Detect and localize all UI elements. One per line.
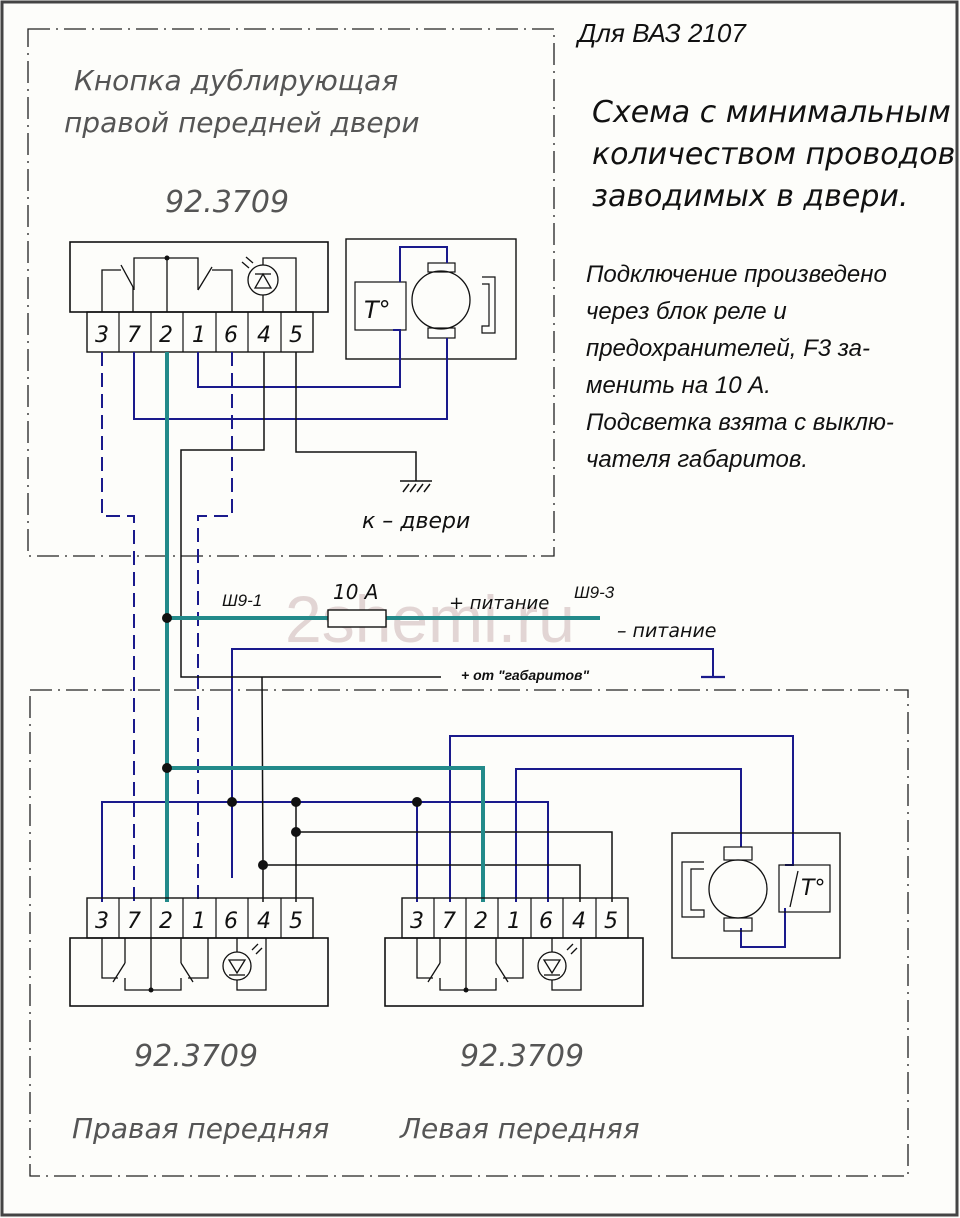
right-front-label: Правая передняя <box>72 1112 329 1145</box>
installation-notes: Подключение произведено через блок реле … <box>586 261 894 473</box>
title-line: Схема с минимальным <box>592 95 951 130</box>
fuse-icon <box>327 609 387 628</box>
left-front-switch: 3 7 2 1 6 4 5 <box>384 897 644 1007</box>
thermal-fuse <box>354 281 407 331</box>
pin-label: 7 <box>442 909 456 934</box>
pin-label: 2 <box>474 909 488 934</box>
pin-label: 3 <box>95 909 109 934</box>
connector-sh9-1: Ш9-1 <box>222 591 262 610</box>
right-part-number: 92.3709 <box>134 1039 258 1074</box>
pin-label: 1 <box>192 323 206 348</box>
pin-label: 4 <box>572 909 586 934</box>
pin-label: 7 <box>127 323 141 348</box>
pin-label: 6 <box>224 909 238 934</box>
bottom-door-boundary <box>29 689 909 1177</box>
top-part-number: 92.3709 <box>165 185 289 220</box>
note-line: чателя габаритов. <box>586 446 808 473</box>
motor-icon <box>708 859 768 919</box>
thermal-label: T° <box>801 876 825 901</box>
pin-label: 5 <box>289 909 303 934</box>
right-front-switch: 3 7 2 1 6 4 5 <box>69 897 329 1007</box>
pin-label: 7 <box>127 909 141 934</box>
marker-lights-label: + от "габаритов" <box>461 667 589 683</box>
plus-power-label: + питание <box>449 593 549 614</box>
pin-label: 5 <box>289 323 303 348</box>
model-label: Для ВАЗ 2107 <box>575 18 747 48</box>
pin-label: 6 <box>539 909 553 934</box>
pin-label: 4 <box>257 323 271 348</box>
junction-dots <box>162 613 422 870</box>
top-door-boundary <box>27 28 555 557</box>
pin-label: 5 <box>604 909 618 934</box>
note-line: Подключение произведено <box>586 261 887 288</box>
pin-label: 3 <box>410 909 424 934</box>
switch-body <box>69 241 329 313</box>
top-door-lock-motor: T° <box>345 238 517 360</box>
top-block-title: правой передней двери <box>64 106 420 139</box>
thermal-label: T° <box>364 296 391 324</box>
diagram-title: Схема с минимальным количеством проводов… <box>592 95 955 214</box>
note-line: через блок реле и <box>586 298 787 325</box>
note-line: Подсветка взята с выклю- <box>586 409 894 436</box>
switch-contacts <box>101 256 297 312</box>
pin-label: 3 <box>95 323 109 348</box>
thermal-fuse <box>778 864 831 913</box>
top-switch: 3 7 2 1 6 4 5 <box>69 241 329 353</box>
pin-label: 2 <box>159 909 173 934</box>
fuse-rating: 10 А <box>333 580 379 604</box>
note-line: менить на 10 А. <box>586 372 771 399</box>
note-line: предохранителей, F3 за- <box>586 335 870 362</box>
title-line: количеством проводов <box>592 137 955 172</box>
ground-label: к – двери <box>362 509 470 534</box>
dashed-blue-wires <box>101 352 233 902</box>
pin-label: 2 <box>159 323 173 348</box>
left-front-label: Левая передняя <box>399 1112 640 1145</box>
top-block-title: Кнопка дублирующая <box>74 64 398 97</box>
pin-label: 6 <box>224 323 238 348</box>
minus-power-label: – питание <box>617 620 716 642</box>
bottom-door-lock-motor: T° <box>671 832 841 959</box>
pin-label: 1 <box>507 909 521 934</box>
title-line: заводимых в двери. <box>592 179 908 214</box>
connector-sh9-3: Ш9-3 <box>574 583 615 602</box>
left-part-number: 92.3709 <box>460 1039 584 1074</box>
pin-row: 3 7 2 1 6 4 5 <box>86 311 314 353</box>
pin-label: 4 <box>257 909 271 934</box>
black-wires <box>180 352 613 902</box>
motor-icon <box>411 270 471 330</box>
pin-label: 1 <box>192 909 206 934</box>
